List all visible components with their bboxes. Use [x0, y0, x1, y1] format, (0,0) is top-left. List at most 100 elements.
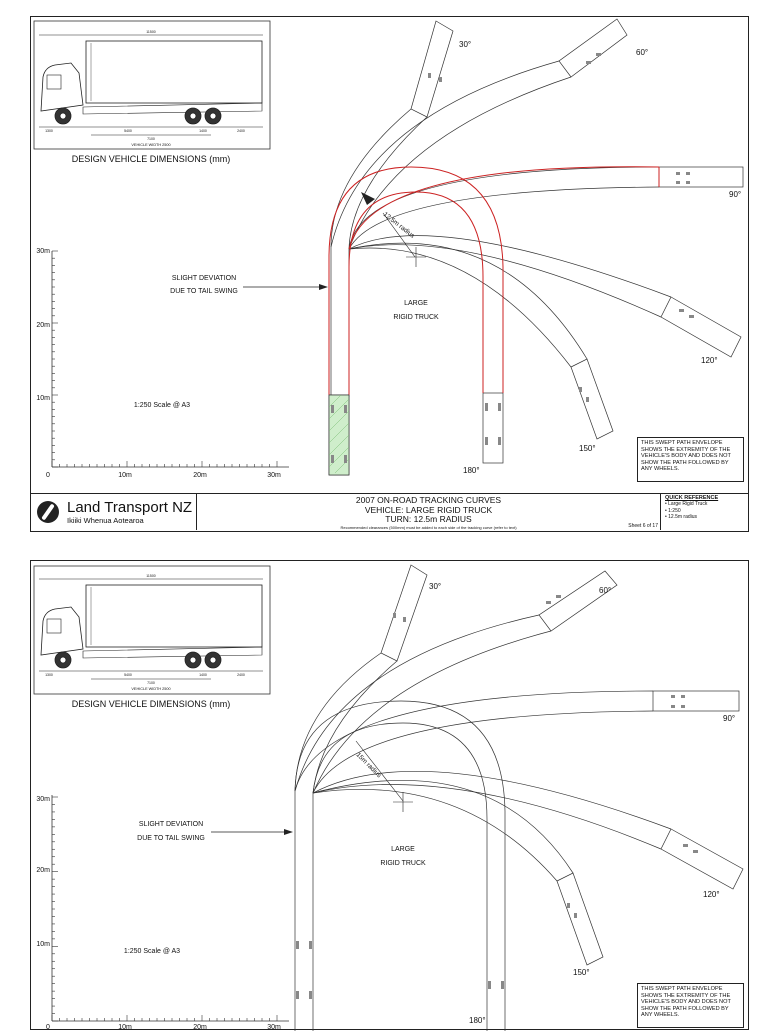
ltnz-logo-icon: [37, 501, 59, 523]
truck-dimensions-frame: [33, 565, 271, 695]
radius-line: [355, 740, 404, 802]
turn-centre-cross-icon: [393, 792, 413, 812]
vehicle-label-line-1: LARGE: [404, 300, 428, 307]
angle-label-60: 60°: [636, 48, 648, 57]
wheel-markers: [331, 53, 694, 463]
dim-width: VEHICLE WIDTH 2500: [131, 143, 170, 147]
design-vehicle-heading: DESIGN VEHICLE DIMENSIONS (mm): [72, 154, 231, 164]
dim-overall: 11500: [146, 574, 156, 578]
quick-reference-item: • 1:250: [665, 507, 681, 514]
deviation-label-line-1: SLIGHT DEVIATION: [172, 275, 236, 282]
dim-axle-spacing: 1400: [199, 673, 207, 677]
y-tick-20m: 20m: [36, 867, 50, 874]
brand-subtitle: Ikiiki Whenua Aotearoa: [67, 516, 144, 525]
swept-path-envelopes: [328, 18, 744, 476]
angle-label-120: 120°: [703, 890, 720, 899]
x-tick-30m: 30m: [267, 1024, 281, 1031]
y-tick-10m: 10m: [36, 941, 50, 948]
design-vehicle-heading: DESIGN VEHICLE DIMENSIONS (mm): [72, 699, 231, 709]
x-tick-0: 0: [46, 472, 50, 479]
angle-label-120: 120°: [701, 356, 718, 365]
note-line: SHOW THE PATH FOLLOWED BY: [641, 459, 729, 466]
vehicle-label-line-2: RIGID TRUCK: [380, 860, 426, 867]
sheet-number: Sheet 6 of 17: [628, 523, 658, 529]
note-line: ANY WHEELS.: [641, 466, 680, 473]
x-tick-20m: 20m: [193, 1024, 207, 1031]
title-line-3: TURN: 12.5m RADIUS: [385, 514, 472, 524]
y-tick-30m: 30m: [36, 248, 50, 255]
dim-rear-overhang: 2400: [237, 673, 245, 677]
title-block: Land Transport NZ Ikiiki Whenua Aotearoa…: [31, 493, 748, 531]
dim-rear-overhang: 2400: [237, 129, 245, 133]
dim-overall: 11500: [146, 30, 156, 34]
wheel-markers: [296, 595, 698, 999]
dim-wheelbase: 5400: [124, 129, 132, 133]
x-tick-20m: 20m: [193, 472, 207, 479]
note-line: ANY WHEELS.: [641, 1012, 680, 1019]
radius-line: [382, 212, 416, 258]
deviation-label-line-1: SLIGHT DEVIATION: [139, 821, 203, 828]
quick-reference-item: • 12.5m radius: [665, 514, 698, 520]
dim-base: 7100: [147, 681, 155, 685]
brand-name: Land Transport NZ: [67, 499, 193, 516]
angle-label-180: 180°: [463, 466, 480, 475]
angle-label-150: 150°: [579, 444, 596, 453]
swept-path-note: THIS SWEPT PATH ENVELOPE SHOWS THE EXTRE…: [637, 983, 744, 1028]
vehicle-label-line-2: RIGID TRUCK: [393, 314, 439, 321]
truck-drawing: [39, 578, 263, 680]
deviation-arrow-head: [319, 284, 328, 290]
scale-ticks: [51, 250, 278, 468]
y-tick-10m: 10m: [36, 395, 50, 402]
deviation-arrow-head: [284, 829, 293, 835]
note-line: SHOWS THE EXTREMITY OF THE: [641, 992, 731, 999]
x-tick-0: 0: [46, 1024, 50, 1031]
dim-width: VEHICLE WIDTH 2500: [131, 687, 170, 691]
radius-arrow-icon: [361, 192, 375, 205]
start-position-hatch: [328, 394, 350, 474]
scale-axis: [51, 251, 289, 468]
drawing-sheet-1: 11500 1300 5400 1400 2400 7100 VEHICLE W…: [30, 16, 749, 532]
scale-axis: [51, 795, 289, 1022]
swept-path-note: THIS SWEPT PATH ENVELOPE SHOWS THE EXTRE…: [637, 437, 744, 482]
note-line: SHOWS THE EXTREMITY OF THE: [641, 446, 731, 453]
quick-reference-item-text: 1:250: [668, 507, 681, 514]
note-line: SHOW THE PATH FOLLOWED BY: [641, 1005, 729, 1012]
radius-label: 15m radius: [355, 751, 383, 779]
quick-reference: QUICK REFERENCE • Large Rigid Truck • 1:…: [661, 494, 748, 530]
swept-path-drawing-2: 11500 1300 5400 1400 2400 7100 VEHICLE W…: [33, 564, 744, 1031]
angle-label-150: 150°: [573, 968, 590, 977]
scale-label: 1:250 Scale @ A3: [124, 948, 180, 955]
radius-label: 12.5m radius: [382, 211, 417, 240]
truck-drawing: [39, 34, 263, 136]
turn-centre-cross-icon: [406, 247, 426, 267]
drawing-sheet-2: 11500 1300 5400 1400 2400 7100 VEHICLE W…: [30, 560, 749, 1031]
angle-label-180: 180°: [469, 1016, 486, 1025]
quick-reference-item-text: Large Rigid Truck: [668, 501, 708, 507]
note-line: VEHICLE'S BODY AND DOES NOT: [641, 453, 731, 460]
drawing-title: 2007 ON-ROAD TRACKING CURVES VEHICLE: LA…: [197, 494, 661, 530]
note-line: VEHICLE'S BODY AND DOES NOT: [641, 999, 731, 1006]
note-line: THIS SWEPT PATH ENVELOPE: [641, 986, 723, 992]
angle-label-60: 60°: [599, 586, 611, 595]
title-line-2: VEHICLE: LARGE RIGID TRUCK: [364, 504, 493, 515]
deviation-label-line-2: DUE TO TAIL SWING: [170, 288, 238, 295]
quick-reference-item: • Large Rigid Truck: [665, 501, 708, 507]
dim-wheelbase: 5400: [124, 673, 132, 677]
note-line: THIS SWEPT PATH ENVELOPE: [641, 440, 723, 446]
scale-ticks: [51, 796, 278, 1022]
title-line-1: 2007 ON-ROAD TRACKING CURVES: [355, 495, 502, 505]
dim-axle-spacing: 1400: [199, 129, 207, 133]
swept-path-envelopes: [294, 564, 744, 1031]
deviation-label-line-2: DUE TO TAIL SWING: [137, 835, 205, 842]
truck-dimensions-frame: [33, 20, 271, 150]
clearance-note: Recommended clearances (500mm) must be a…: [340, 524, 517, 530]
quick-reference-title: QUICK REFERENCE: [665, 495, 719, 501]
quick-reference-item-text: 12.5m radius: [668, 514, 698, 520]
y-tick-20m: 20m: [36, 322, 50, 329]
dim-front-overhang: 1300: [45, 129, 53, 133]
brand-logo-area: Land Transport NZ Ikiiki Whenua Aotearoa: [31, 494, 197, 530]
x-tick-10m: 10m: [118, 472, 132, 479]
dim-front-overhang: 1300: [45, 673, 53, 677]
dim-base: 7100: [147, 137, 155, 141]
y-tick-30m: 30m: [36, 796, 50, 803]
